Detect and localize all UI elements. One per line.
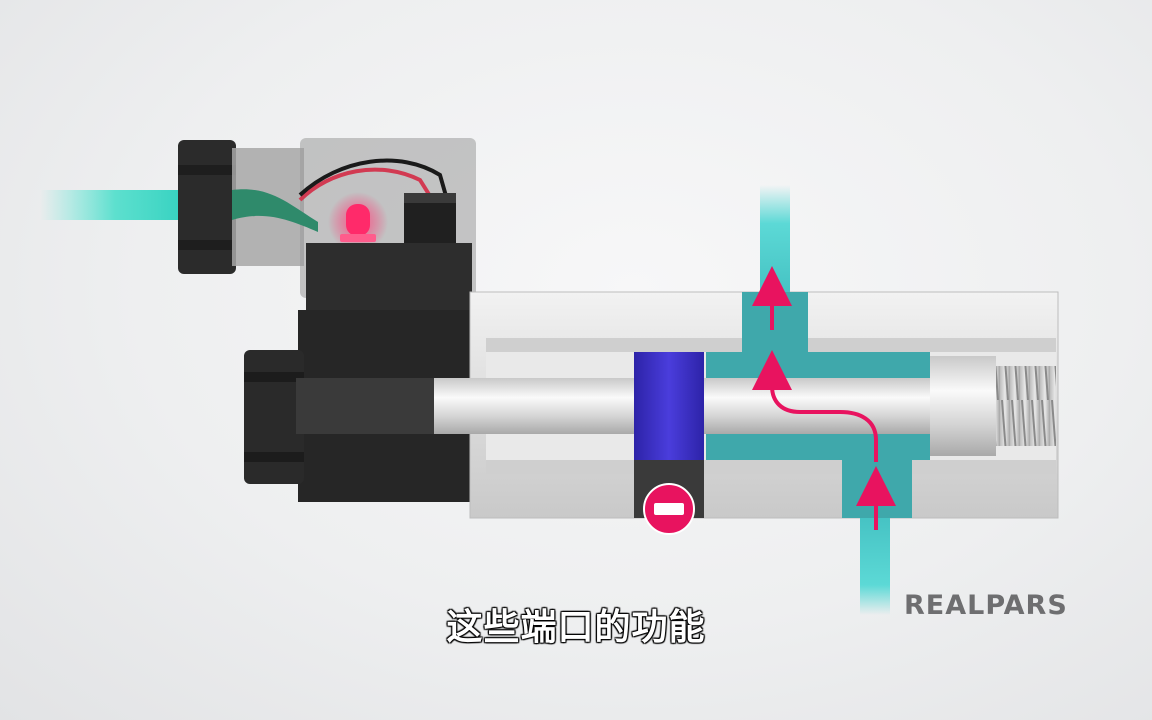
plunger-end — [930, 356, 996, 456]
led-indicator-icon — [328, 192, 388, 252]
flow-arrow-icon — [752, 266, 896, 530]
brand-logo: REALPARS — [904, 590, 1068, 621]
cable-signal — [40, 190, 190, 220]
cable-nut — [178, 140, 236, 274]
spool-seal — [634, 352, 704, 460]
solenoid-coil — [244, 243, 476, 502]
subtitle-caption: 这些端口的功能 — [446, 607, 706, 648]
minus-badge-icon — [643, 483, 695, 535]
return-spring-icon — [996, 366, 1056, 446]
